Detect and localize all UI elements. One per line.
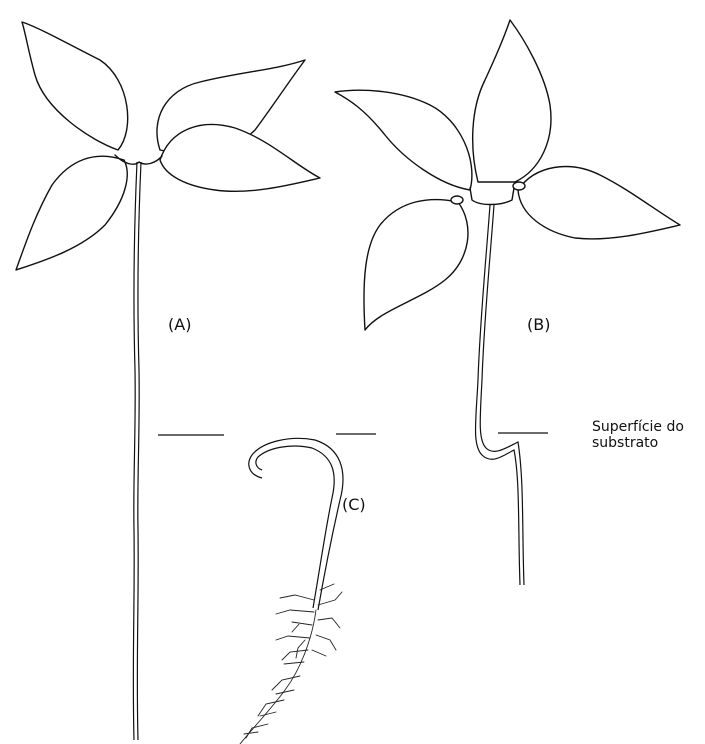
seedling-a-leaf-top-left [22,22,128,150]
seedling-a-leaf-bottom-left [16,156,127,270]
seedling-b-node [470,188,514,205]
seedling-a [16,22,320,740]
seedling-b-bud-left [451,196,463,204]
seedling-b-stem [476,205,521,585]
label-b: (B) [527,315,550,334]
seedling-b-leaf-lower-left [364,200,468,330]
seedling-b-bud-right [513,182,525,190]
label-a: (A) [168,315,191,334]
seedling-c-hook-outer [249,438,343,610]
seedling-b-leaf-top [473,20,551,182]
seedling-b [335,20,680,585]
seedling-b-stem-edge [480,205,524,585]
substrate-lines [158,433,548,435]
substrate-label-line1: Superfície do [592,419,684,435]
seedling-c-taproot [240,610,316,744]
seedling-a-stem-edge [137,162,141,740]
seedling-a-leaf-bottom-right [160,125,320,192]
label-c: (C) [342,495,366,514]
seedling-c-lateral-roots [244,584,342,738]
seedling-a-stem [133,162,137,740]
seedling-b-leaf-right [518,167,680,239]
seedling-b-leaf-upper-left [335,90,472,190]
seedling-c [240,438,343,744]
substrate-label-line2: substrato [592,435,658,451]
